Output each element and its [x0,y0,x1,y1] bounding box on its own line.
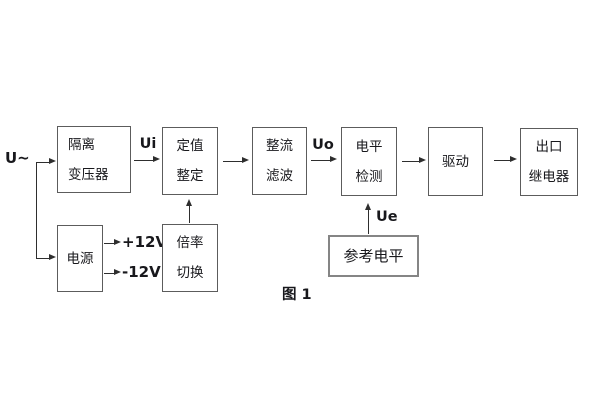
power-supply-line-1: 电源 [66,250,94,267]
rectify-filter-line-2: 滤波 [266,168,293,184]
isolation-transformer-line-1: 隔离 [68,136,95,153]
block-drive: 驱动 [428,127,483,196]
value-setting-line-2: 整定 [176,168,204,184]
output-relay-line-2: 继电器 [528,169,570,185]
level-detect-line-2: 检测 [355,168,383,185]
arrow-level-to-drive [402,157,426,164]
block-rectify-filter: 整流 滤波 [252,127,307,195]
arrow-rectify-to-level [311,156,337,163]
ratio-switch-line-2: 切换 [176,265,204,281]
input-signal-label: U~ [5,149,30,167]
plus12v-label: +12V [122,233,168,251]
arrow-input-to-transformer [36,158,56,165]
output-relay-line-1: 出口 [535,139,563,155]
arrow-transformer-to-setting [134,156,160,163]
input-branch-line [36,162,37,258]
arrow-ratio-to-setting [185,199,192,223]
level-detect-line-1: 电平 [355,138,383,155]
reference-level-line-1: 参考电平 [343,247,404,265]
uo-signal-label: Uo [312,137,334,153]
arrow-power-plus12 [104,239,121,246]
ui-signal-label: Ui [139,136,157,152]
value-setting-line-1: 定值 [176,138,204,154]
block-power-supply: 电源 [57,225,103,292]
drive-line-1: 驱动 [442,153,469,170]
rectify-filter-line-1: 整流 [266,138,293,154]
figure-caption: 图 1 [282,287,312,303]
block-reference-level: 参考电平 [328,235,419,277]
arrow-input-to-power [36,254,56,261]
arrow-power-minus12 [104,269,121,276]
isolation-transformer-line-2: 变压器 [68,166,109,183]
minus12v-label: -12V [122,263,161,281]
block-isolation-transformer: 隔离 变压器 [57,126,131,193]
block-value-setting: 定值 整定 [162,127,218,195]
arrow-drive-to-relay [494,156,517,163]
block-level-detect: 电平 检测 [341,127,397,196]
arrow-reference-to-level [364,203,371,234]
block-output-relay: 出口 继电器 [520,128,578,196]
arrow-setting-to-rectify [223,157,249,164]
ratio-switch-line-1: 倍率 [176,235,204,251]
ue-signal-label: Ue [376,209,398,225]
block-ratio-switch: 倍率 切换 [162,224,218,292]
